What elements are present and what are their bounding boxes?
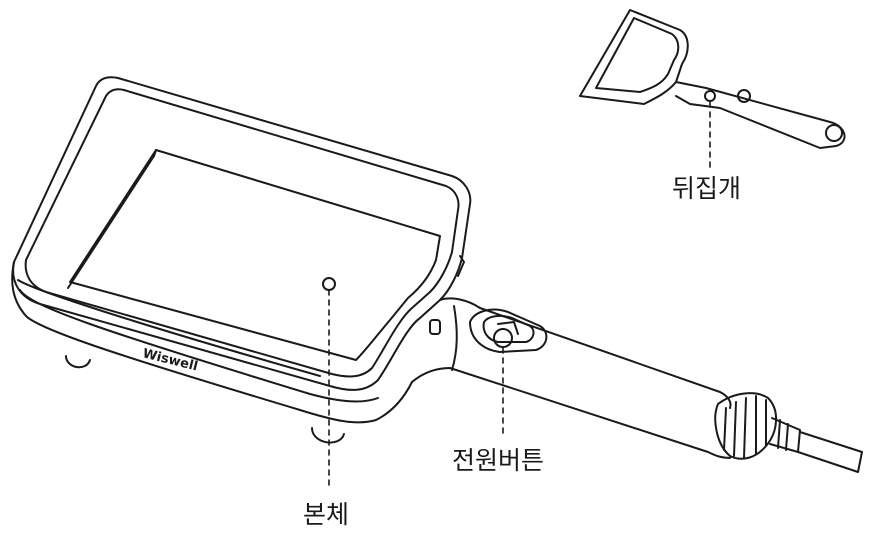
- power-button-label: 전원버튼: [452, 446, 545, 475]
- power-button: [493, 328, 513, 348]
- turner-drawing: [579, 9, 846, 149]
- main-body-drawing: [11, 76, 472, 444]
- body-label: 본체: [303, 500, 350, 529]
- callout-leaders: [328, 101, 711, 491]
- body-callout-dot: [322, 277, 336, 291]
- handle-drawing: [411, 297, 863, 473]
- power-button-housing: [469, 308, 548, 353]
- turner-label: 뒤집개: [672, 174, 742, 203]
